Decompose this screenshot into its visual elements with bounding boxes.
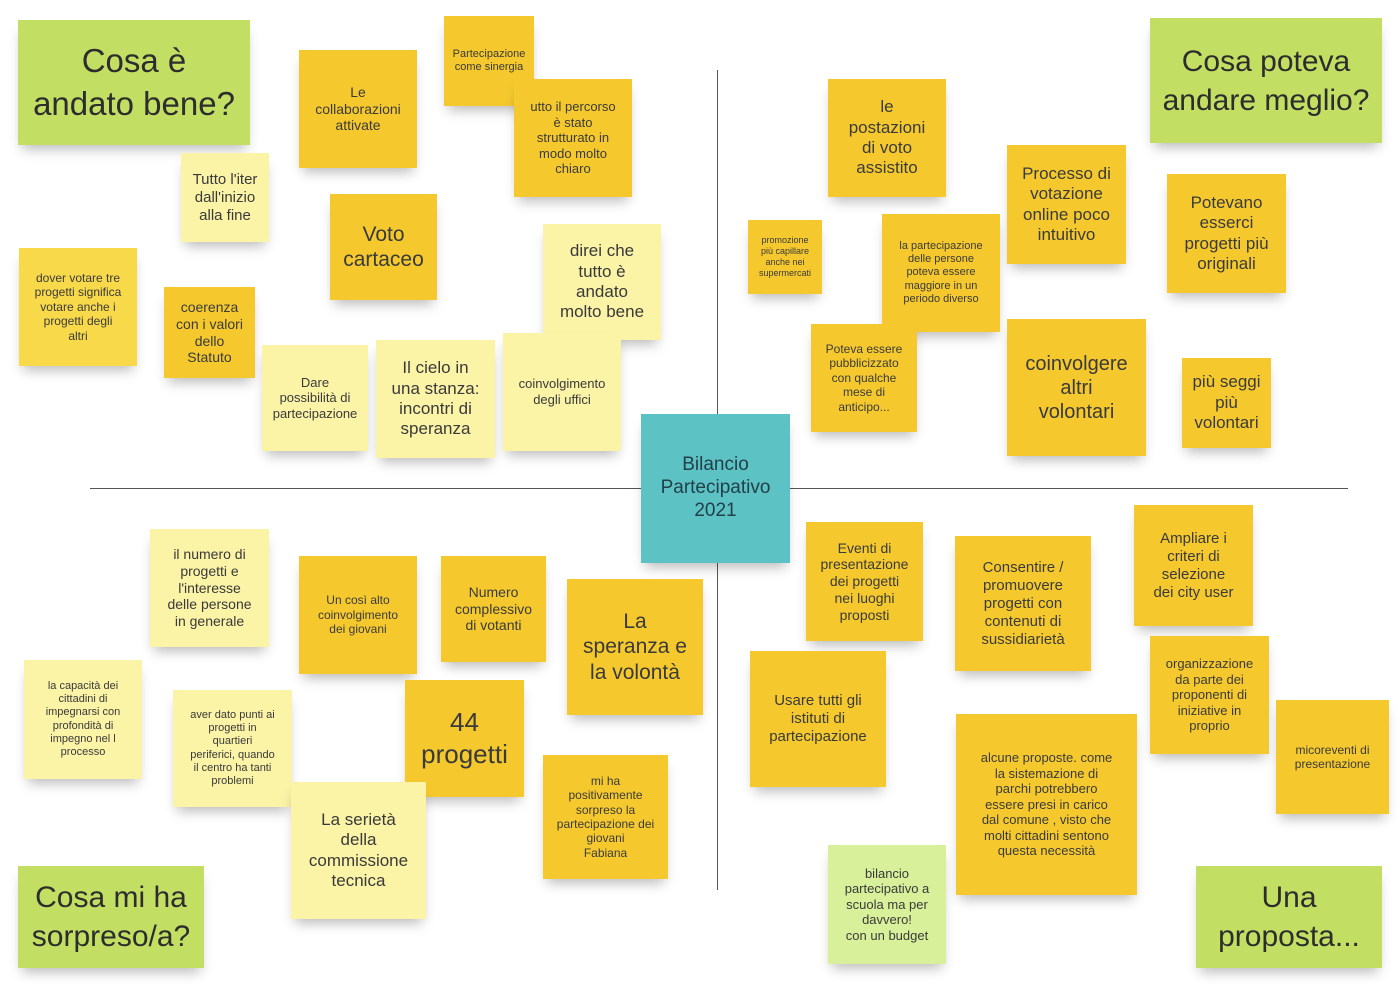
- title-went-well[interactable]: Cosa è andato bene?: [18, 20, 250, 145]
- note-could-be-better[interactable]: Poteva essere pubblicizzato con qualche …: [811, 324, 917, 432]
- note-proposal[interactable]: Eventi di presentazione dei progetti nei…: [806, 522, 923, 641]
- note-surprised[interactable]: Un così alto coinvolgimento dei giovani: [299, 556, 417, 674]
- note-went-well[interactable]: Il cielo in una stanza: incontri di sper…: [376, 340, 495, 458]
- note-could-be-better[interactable]: più seggi più volontari: [1182, 358, 1271, 448]
- note-went-well[interactable]: Tutto l'iter dall'inizio alla fine: [181, 153, 269, 242]
- note-surprised[interactable]: La serietà della commissione tecnica: [291, 782, 426, 919]
- note-went-well[interactable]: Dare possibilità di partecipazione: [262, 345, 368, 451]
- note-surprised[interactable]: Numero complessivo di votanti: [441, 556, 546, 662]
- note-surprised[interactable]: la capacità dei cittadini di impegnarsi …: [24, 660, 142, 779]
- note-proposal[interactable]: alcune proposte. come la sistemazione di…: [956, 714, 1137, 895]
- note-proposal[interactable]: organizzazione da parte dei proponenti d…: [1150, 636, 1269, 754]
- note-proposal[interactable]: bilancio partecipativo a scuola ma per d…: [828, 845, 946, 964]
- note-surprised[interactable]: 44 progetti: [405, 680, 524, 797]
- note-proposal[interactable]: Ampliare i criteri di selezione dei city…: [1134, 505, 1253, 626]
- note-could-be-better[interactable]: Processo di votazione online poco intuit…: [1007, 145, 1126, 264]
- note-surprised[interactable]: aver dato punti ai progetti in quartieri…: [173, 690, 292, 807]
- note-went-well[interactable]: direi che tutto è andato molto bene: [543, 224, 661, 340]
- note-could-be-better[interactable]: le postazioni di voto assistito: [828, 79, 946, 197]
- note-proposal[interactable]: Usare tutti gli istituti di partecipazio…: [750, 651, 886, 787]
- note-went-well[interactable]: dover votare tre progetti significa vota…: [19, 248, 137, 366]
- note-went-well[interactable]: utto il percorso è stato strutturato in …: [514, 79, 632, 197]
- center-note[interactable]: Bilancio Partecipativo 2021: [641, 414, 790, 563]
- title-proposal[interactable]: Una proposta...: [1196, 866, 1382, 968]
- note-could-be-better[interactable]: la partecipazione delle persone poteva e…: [882, 214, 1000, 332]
- title-could-be-better[interactable]: Cosa poteva andare meglio?: [1150, 18, 1382, 143]
- note-could-be-better[interactable]: Potevano esserci progetti più originali: [1167, 174, 1286, 293]
- note-surprised[interactable]: La speranza e la volontà: [567, 579, 703, 715]
- note-could-be-better[interactable]: coinvolgere altri volontari: [1007, 319, 1146, 456]
- title-surprised[interactable]: Cosa mi ha sorpreso/a?: [18, 866, 204, 968]
- note-went-well[interactable]: coerenza con i valori dello Statuto: [164, 287, 255, 378]
- note-surprised[interactable]: il numero di progetti e l'interesse dell…: [150, 529, 269, 647]
- note-proposal[interactable]: micoreventi di presentazione: [1276, 700, 1389, 814]
- note-proposal[interactable]: Consentire / promuovere progetti con con…: [955, 536, 1091, 671]
- note-went-well[interactable]: Le collaborazioni attivate: [299, 50, 417, 168]
- note-could-be-better[interactable]: promozione più capillare anche nei super…: [748, 220, 822, 294]
- note-went-well[interactable]: coinvolgimento degli uffici: [503, 333, 621, 451]
- note-surprised[interactable]: mi ha positivamente sorpreso la partecip…: [543, 755, 668, 879]
- note-went-well[interactable]: Voto cartaceo: [330, 194, 437, 300]
